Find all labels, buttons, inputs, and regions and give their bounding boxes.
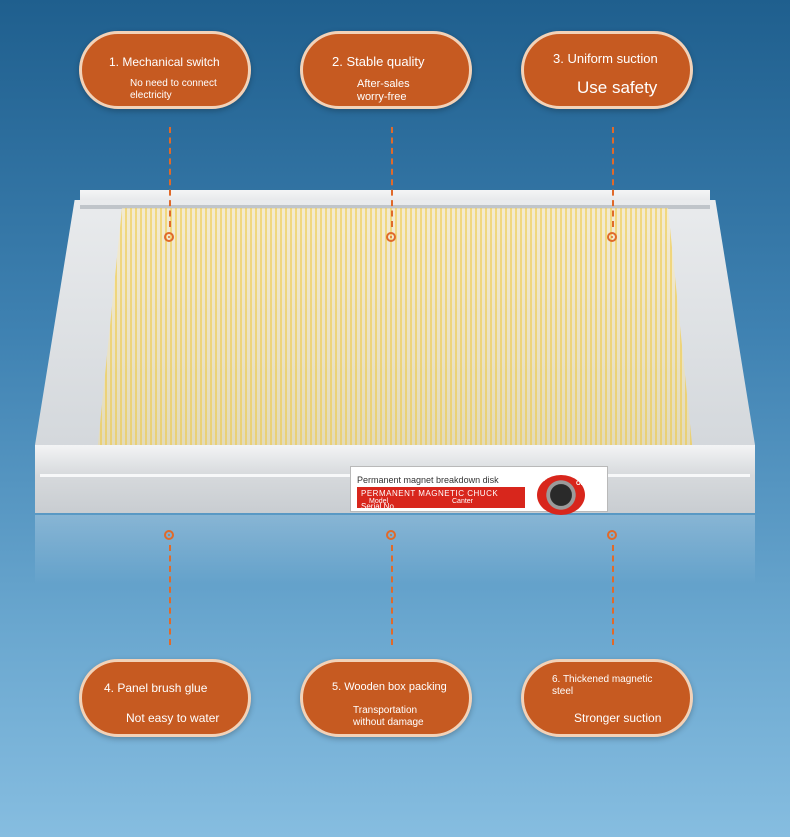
feature-subtitle: Not easy to water xyxy=(126,711,220,725)
nameplate-heading: Permanent magnet breakdown disk xyxy=(357,475,499,485)
feature-title: 1. Mechanical switch xyxy=(109,55,220,69)
target-icon xyxy=(164,530,174,540)
chuck-rail xyxy=(80,205,710,209)
feature-callout-4: 4. Panel brush glue Not easy to water xyxy=(79,659,251,737)
feature-subtitle: Stronger suction xyxy=(574,711,662,725)
nameplate: Permanent magnet breakdown disk PERMANEN… xyxy=(350,466,608,512)
feature-subtitle: Use safety xyxy=(577,78,658,97)
switch-knob: OFF ON xyxy=(535,475,585,515)
nameplate-model-label: Model xyxy=(369,498,389,505)
feature-title: 2. Stable quality xyxy=(332,54,425,69)
feature-callout-6: 6. Thickened magnetic steel Stronger suc… xyxy=(521,659,693,737)
feature-title: 6. Thickened magnetic steel xyxy=(552,674,653,697)
feature-callout-2: 2. Stable quality After-sales worry-free xyxy=(300,31,472,109)
callout-line-5 xyxy=(391,545,393,645)
callout-line-6 xyxy=(612,545,614,645)
callout-line-3 xyxy=(612,127,614,227)
feature-subtitle: Transportation without damage xyxy=(353,705,424,728)
nameplate-model-value: Canter xyxy=(452,498,474,505)
feature-subtitle: After-sales worry-free xyxy=(357,78,410,103)
feature-subtitle: No need to connect electricity xyxy=(130,78,217,101)
target-icon xyxy=(386,530,396,540)
chuck-reflection xyxy=(35,515,755,585)
knob-on-label: ON xyxy=(576,481,585,487)
nameplate-band: PERMANENT MAGNETIC CHUCK Model Canter xyxy=(357,487,525,508)
feature-callout-1: 1. Mechanical switch No need to connect … xyxy=(79,31,251,109)
callout-line-4 xyxy=(169,545,171,645)
feature-title: 3. Uniform suction xyxy=(553,51,658,66)
target-icon xyxy=(607,530,617,540)
magnetic-field-pattern xyxy=(95,208,695,473)
nameplate-band-text: PERMANENT MAGNETIC CHUCK xyxy=(361,489,499,498)
feature-callout-3: 3. Uniform suction Use safety xyxy=(521,31,693,109)
target-icon xyxy=(164,232,174,242)
feature-title: 4. Panel brush glue xyxy=(104,681,208,695)
callout-line-2 xyxy=(391,127,393,227)
callout-line-1 xyxy=(169,127,171,227)
target-icon xyxy=(386,232,396,242)
knob-off-label: OFF xyxy=(535,477,547,483)
feature-callout-5: 5. Wooden box packing Transportation wit… xyxy=(300,659,472,737)
target-icon xyxy=(607,232,617,242)
feature-title: 5. Wooden box packing xyxy=(332,681,447,693)
nameplate-serial-label: Serial No. xyxy=(361,502,397,511)
